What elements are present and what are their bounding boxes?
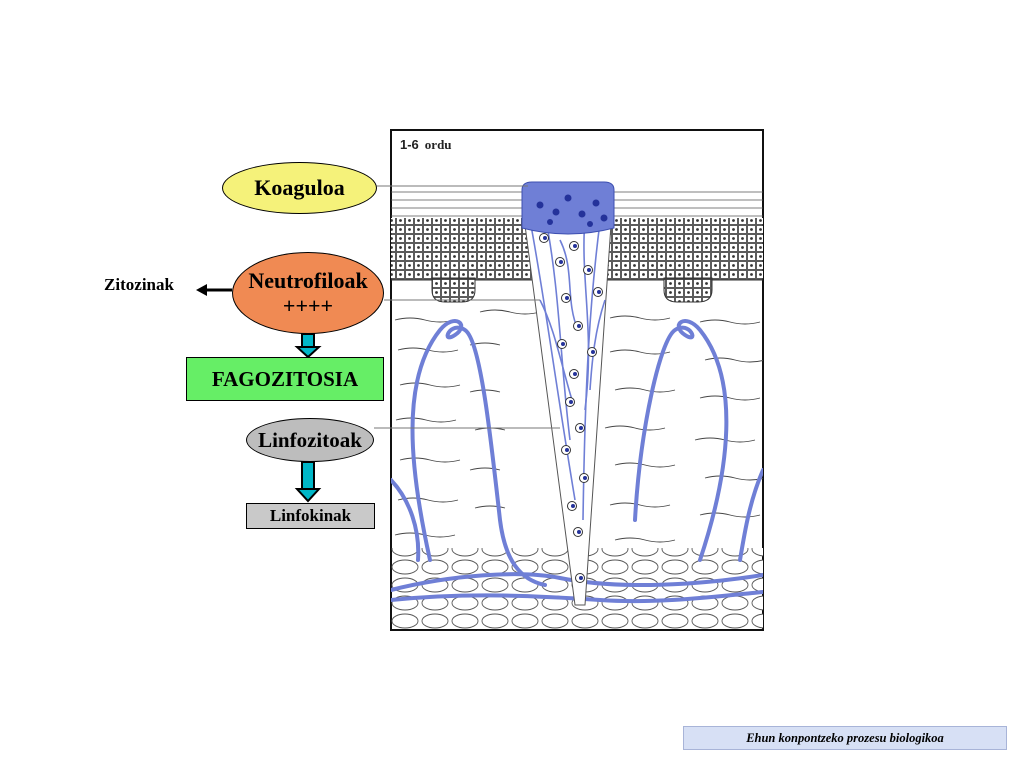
clot-cells: [536, 194, 608, 227]
linfokinak-label: Linfokinak: [269, 506, 352, 526]
koaguloa-node: Koaguloa: [222, 162, 377, 214]
linfokinak-node: Linfokinak: [246, 503, 375, 529]
neutrofiloak-count: ++++: [282, 293, 334, 318]
time-label: 1-6 ordu: [400, 137, 452, 153]
neutrofiloak-label: Neutrofiloak: [248, 267, 368, 293]
zitozinak-label: Zitozinak: [104, 275, 174, 295]
rete-peg-right: [663, 277, 713, 303]
flow-arrows: [196, 284, 322, 503]
leader-lines: [374, 185, 560, 429]
linfozitoak-label: Linfozitoak: [258, 427, 362, 452]
blood-vessels: [391, 319, 763, 604]
fagozitosia-label: FAGOZITOSIA: [211, 366, 359, 391]
clot: [521, 181, 615, 235]
footer-title: Ehun konpontzeko prozesu biologikoa: [683, 726, 1007, 750]
neutrofiloak-node: Neutrofiloak ++++: [232, 252, 384, 334]
fagozitosia-node: FAGOZITOSIA: [186, 357, 384, 401]
fibrin-strands: [529, 214, 606, 521]
neutrophils: [539, 233, 603, 583]
time-unit: ordu: [424, 137, 452, 152]
time-range: 1-6: [400, 137, 419, 152]
koaguloa-label: Koaguloa: [254, 175, 345, 201]
rete-peg-left: [431, 277, 476, 303]
linfozitoak-node: Linfozitoak: [246, 418, 374, 462]
